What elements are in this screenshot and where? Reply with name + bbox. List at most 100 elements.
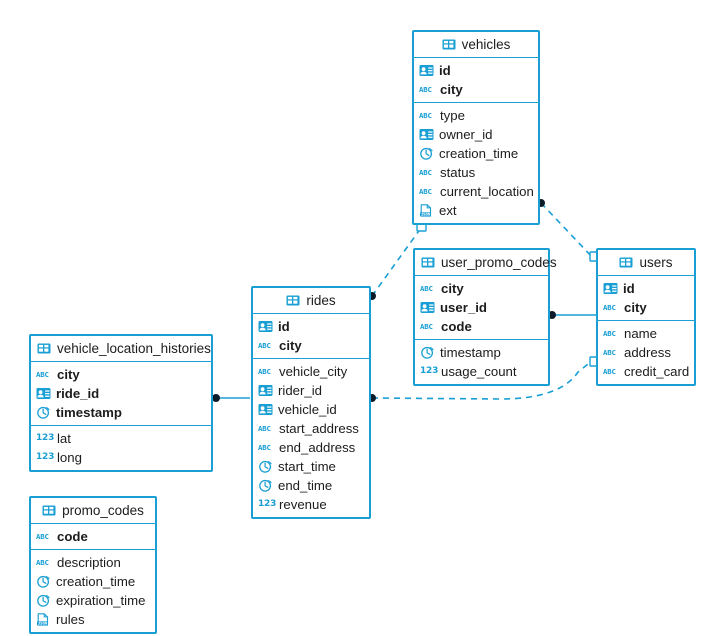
abc-icon: ABC xyxy=(419,187,432,196)
abc-icon: ABC xyxy=(603,367,616,376)
svg-text:JSON: JSON xyxy=(421,212,431,217)
field-row[interactable]: timestamp xyxy=(31,403,211,422)
table-header[interactable]: user_promo_codes xyxy=(415,250,557,276)
field-row[interactable]: owner_id xyxy=(414,125,538,144)
abc-icon: ABC xyxy=(36,532,49,541)
field-row[interactable]: JSON ext xyxy=(414,201,538,220)
field-label: owner_id xyxy=(439,127,493,142)
field-row[interactable]: JSON rules xyxy=(31,610,155,629)
table-name: rides xyxy=(306,293,336,308)
field-row[interactable]: creation_time xyxy=(31,572,155,591)
abc-icon: ABC xyxy=(36,558,49,567)
field-row[interactable]: ABC credit_card xyxy=(598,362,694,381)
field-label: revenue xyxy=(279,497,327,512)
table-header[interactable]: users xyxy=(598,250,694,276)
json-icon: JSON xyxy=(419,204,434,217)
field-row[interactable]: creation_time xyxy=(414,144,538,163)
field-label: timestamp xyxy=(56,405,122,420)
table-header[interactable]: vehicles xyxy=(414,32,538,58)
field-row[interactable]: end_time xyxy=(253,476,369,495)
primary-key-section: ABC city ride_id timestamp xyxy=(31,362,211,426)
table-header[interactable]: rides xyxy=(253,288,369,314)
key-id-icon xyxy=(258,403,273,416)
field-row[interactable]: rider_id xyxy=(253,381,369,400)
key-id-icon xyxy=(419,64,434,77)
field-label: rider_id xyxy=(278,383,322,398)
field-row[interactable]: ABC address xyxy=(598,343,694,362)
field-label: ext xyxy=(439,203,457,218)
table-icon xyxy=(286,295,300,306)
field-label: vehicle_city xyxy=(279,364,348,379)
key-id-icon xyxy=(419,128,434,141)
field-row[interactable]: user_id xyxy=(415,298,548,317)
field-row[interactable]: ABC city xyxy=(31,365,211,384)
field-row[interactable]: start_time xyxy=(253,457,369,476)
abc-icon: ABC xyxy=(36,370,49,379)
field-label: vehicle_id xyxy=(278,402,337,417)
field-label: start_time xyxy=(278,459,336,474)
field-label: description xyxy=(57,555,121,570)
field-label: city xyxy=(57,367,80,382)
field-label: rules xyxy=(56,612,85,627)
field-label: end_address xyxy=(279,440,356,455)
abc-icon: ABC xyxy=(603,348,616,357)
table-name: users xyxy=(639,255,673,270)
relationship-user_promo_codes-to-users[interactable] xyxy=(548,311,597,319)
field-label: type xyxy=(440,108,465,123)
key-id-icon xyxy=(36,387,51,400)
abc-icon: ABC xyxy=(420,284,433,293)
field-row[interactable]: id xyxy=(253,317,369,336)
field-row[interactable]: id xyxy=(414,61,538,80)
clock-icon xyxy=(258,460,273,473)
abc-icon: ABC xyxy=(419,111,432,120)
number-icon: 123 xyxy=(36,433,55,443)
field-row[interactable]: id xyxy=(598,279,694,298)
field-row[interactable]: vehicle_id xyxy=(253,400,369,419)
field-row[interactable]: ABC description xyxy=(31,553,155,572)
field-label: id xyxy=(439,63,451,78)
table-header[interactable]: vehicle_location_histories xyxy=(31,336,211,362)
number-icon: 123 xyxy=(36,452,55,462)
svg-text:JSON: JSON xyxy=(38,621,48,626)
field-row[interactable]: ride_id xyxy=(31,384,211,403)
field-label: long xyxy=(57,450,82,465)
field-label: credit_card xyxy=(624,364,690,379)
relationship-vehicle_location_histories-to-rides[interactable] xyxy=(212,394,250,402)
table-icon xyxy=(42,505,56,516)
field-row[interactable]: ABC type xyxy=(414,106,538,125)
table-name: vehicle_location_histories xyxy=(57,341,211,356)
field-row[interactable]: timestamp xyxy=(415,343,548,362)
field-label: address xyxy=(624,345,671,360)
key-id-icon xyxy=(258,384,273,397)
field-label: code xyxy=(57,529,88,544)
field-row[interactable]: ABC code xyxy=(31,527,155,546)
table-header[interactable]: promo_codes xyxy=(31,498,155,524)
field-row[interactable]: expiration_time xyxy=(31,591,155,610)
